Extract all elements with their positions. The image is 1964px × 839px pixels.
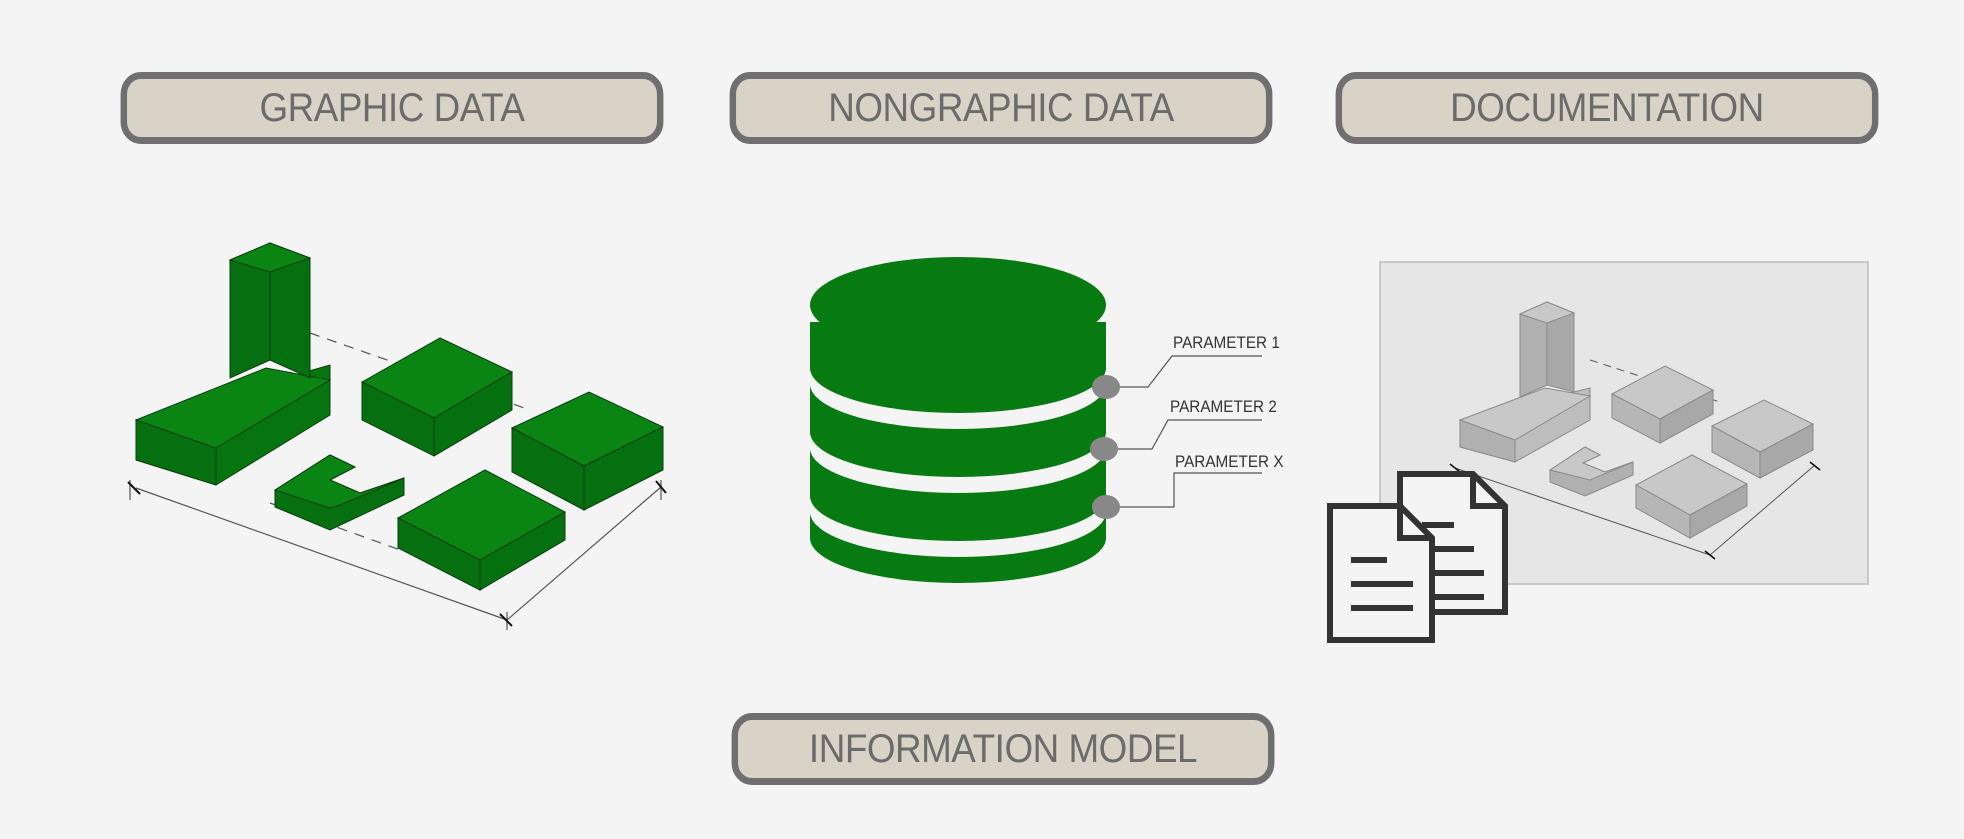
green-building-tower bbox=[134, 242, 332, 486]
nongraphic-data-text: NONGRAPHIC DATA bbox=[828, 85, 1174, 130]
nongraphic-data-label: NONGRAPHIC DATA bbox=[729, 72, 1273, 144]
database-icon bbox=[810, 257, 1106, 583]
documentation-text: DOCUMENTATION bbox=[1450, 85, 1764, 130]
connector-dot-1 bbox=[1092, 375, 1120, 399]
information-model-text: INFORMATION MODEL bbox=[808, 726, 1198, 771]
connector-dot-x bbox=[1092, 495, 1120, 519]
documentation-sheet bbox=[1379, 261, 1869, 585]
parameter-connectors bbox=[1110, 355, 1262, 508]
green-building-block-a bbox=[360, 337, 514, 457]
documentation-label: DOCUMENTATION bbox=[1335, 72, 1879, 144]
information-model-label: INFORMATION MODEL bbox=[731, 713, 1275, 785]
green-building-block-c bbox=[396, 469, 567, 591]
graphic-data-text: GRAPHIC DATA bbox=[259, 85, 525, 130]
graphic-data-buildings bbox=[127, 242, 667, 630]
parameter-label-x: PARAMETER X bbox=[1175, 452, 1284, 471]
parameter-label-1: PARAMETER 1 bbox=[1173, 333, 1280, 352]
parameter-label-2: PARAMETER 2 bbox=[1170, 397, 1277, 416]
green-building-block-b bbox=[510, 391, 665, 511]
graphic-data-label: GRAPHIC DATA bbox=[120, 72, 664, 144]
documents-icon bbox=[1327, 471, 1508, 643]
green-building-l-shape bbox=[273, 454, 405, 531]
connector-dot-2 bbox=[1090, 437, 1118, 461]
